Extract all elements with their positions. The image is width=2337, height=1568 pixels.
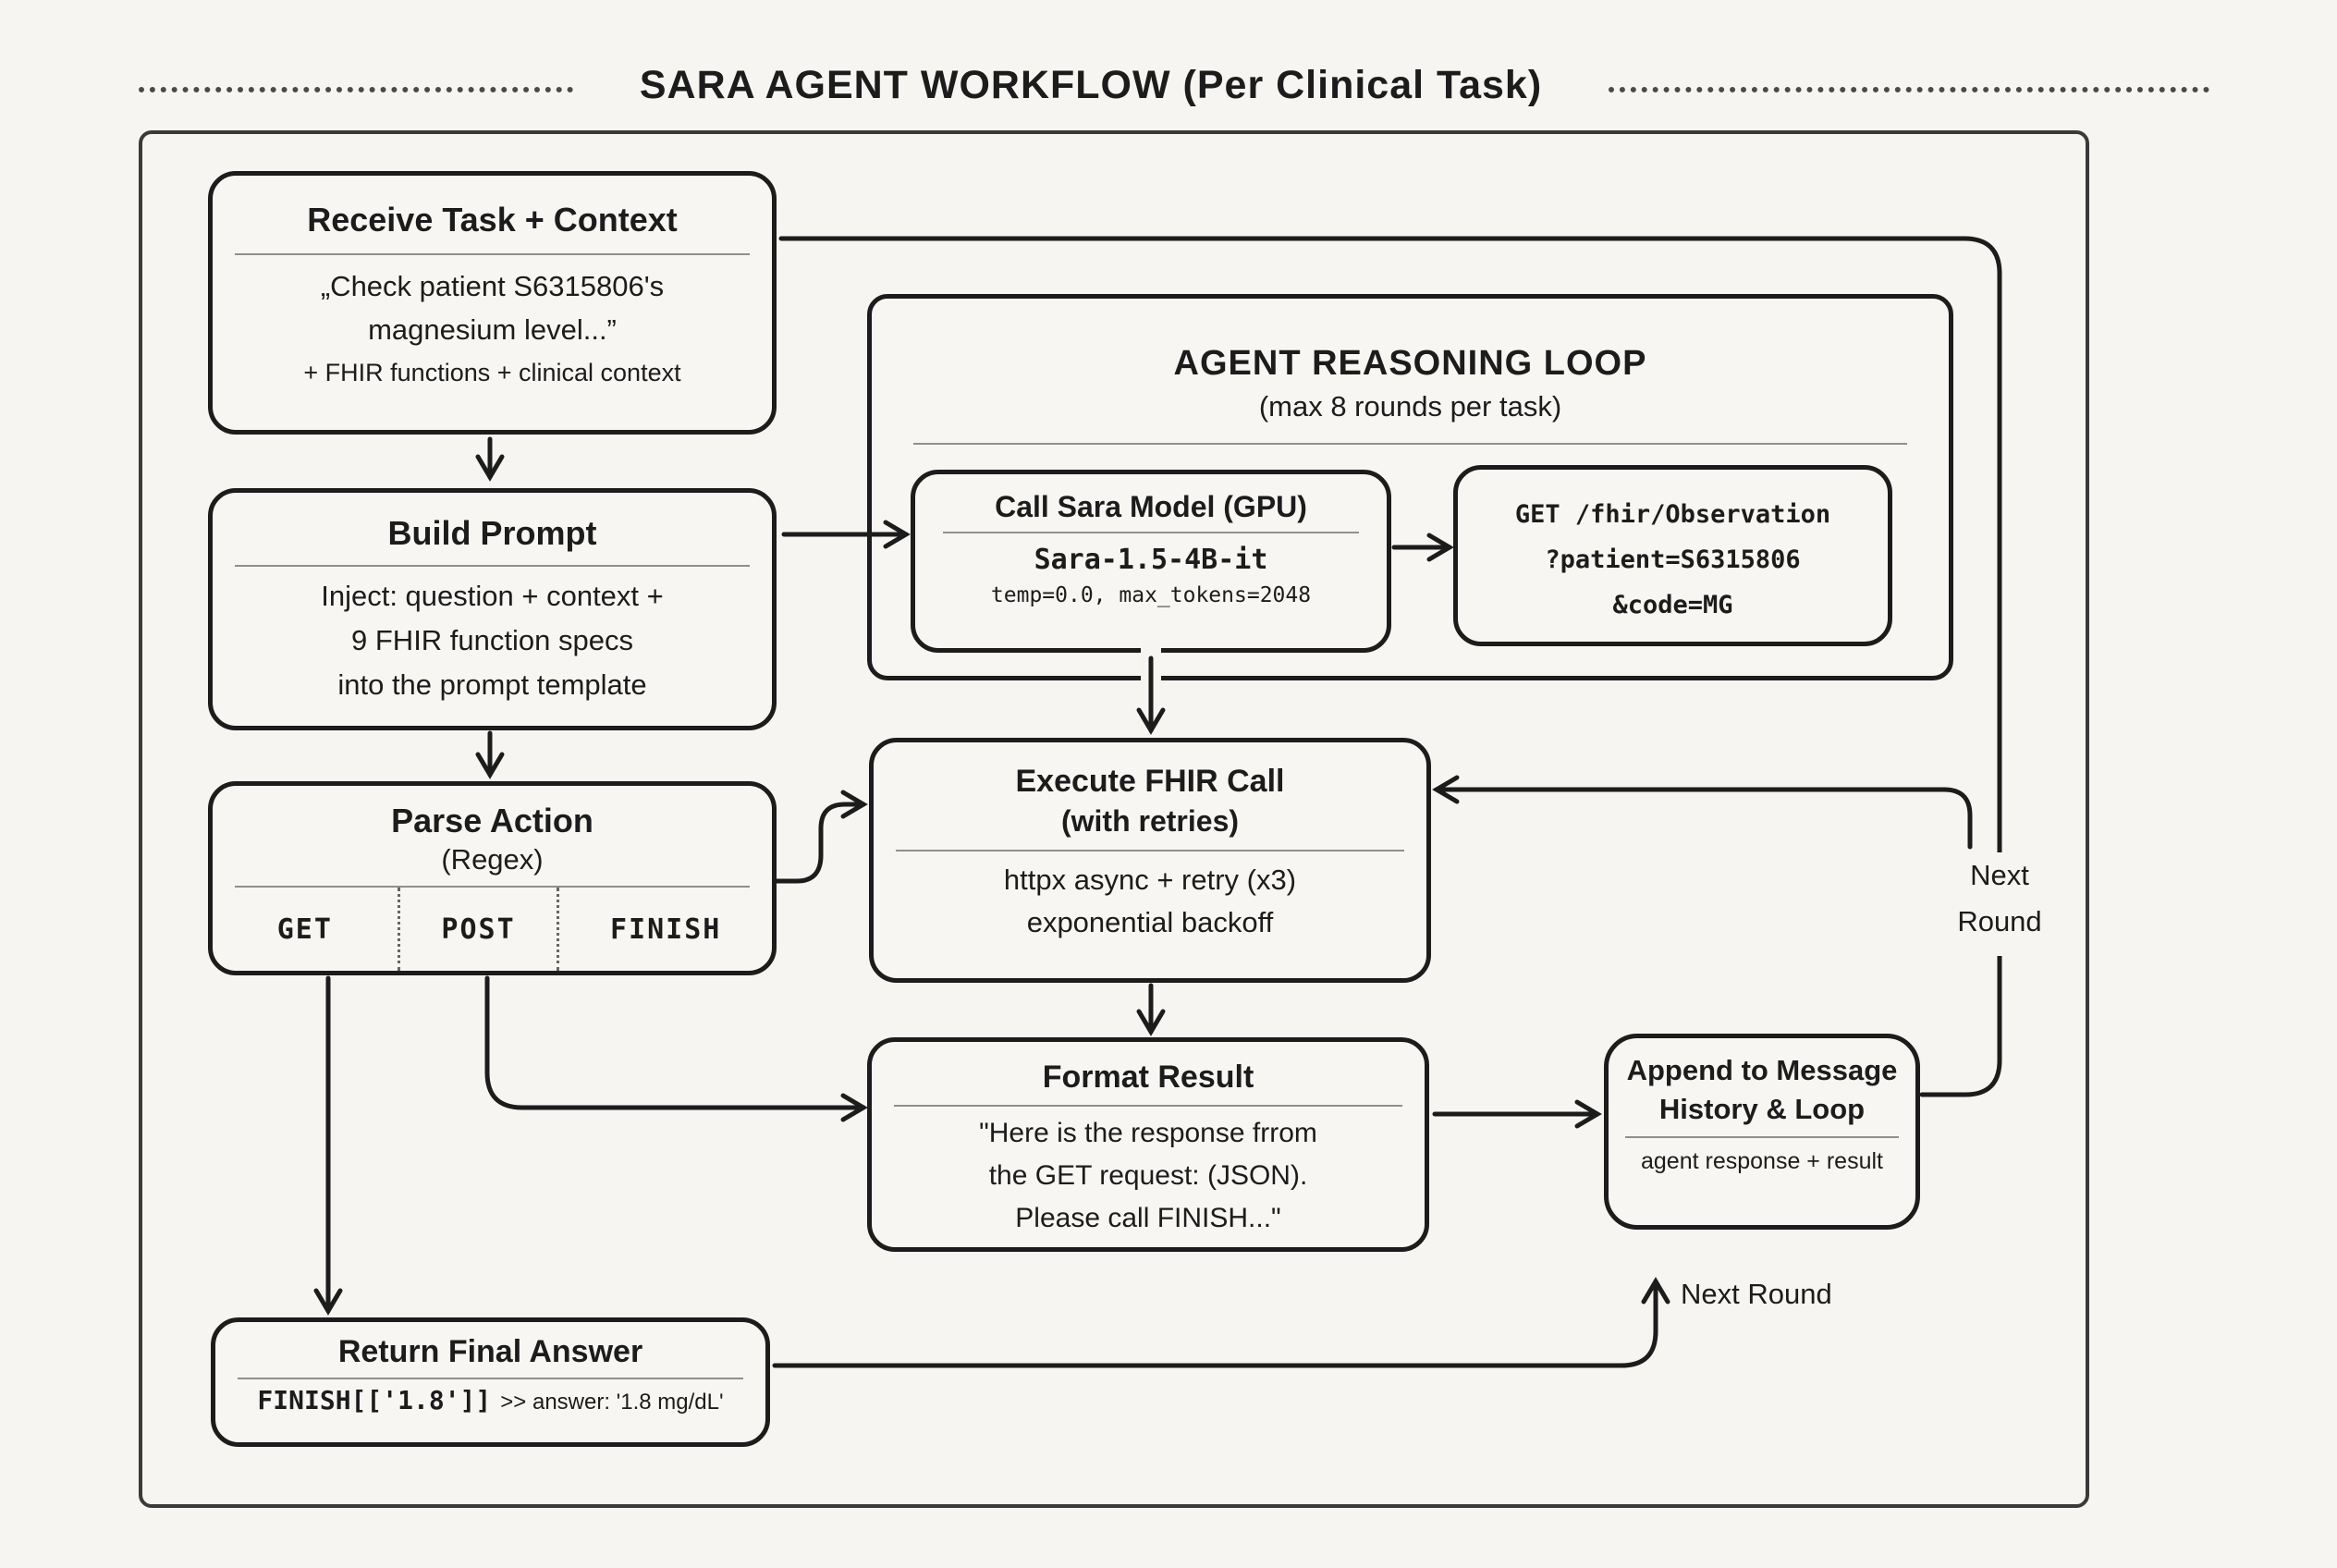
branch-post: POST xyxy=(397,888,557,971)
parse-action-branches: GET POST FINISH xyxy=(213,888,772,971)
node-text: magnesium level...” xyxy=(368,313,617,346)
node-parse-action: Parse Action (Regex) GET POST FINISH xyxy=(208,781,777,975)
node-divider xyxy=(913,443,1907,445)
node-text: agent response + result xyxy=(1641,1148,1883,1174)
node-text: the GET request: (JSON). xyxy=(988,1160,1308,1191)
node-title: Parse Action xyxy=(391,802,593,839)
finish-code: FINISH[['1.8']] xyxy=(257,1385,492,1415)
diagram-title: SARA AGENT WORKFLOW (Per Clinical Task) xyxy=(639,63,1543,107)
node-title: Execute FHIR Call xyxy=(1015,764,1285,799)
node-text: + FHIR functions + clinical context xyxy=(303,359,681,386)
node-text: httpx async + retry (x3) xyxy=(1003,864,1297,896)
node-divider xyxy=(238,1378,743,1379)
node-subtitle: (max 8 rounds per task) xyxy=(1258,390,1562,423)
node-text: "Here is the response frrom xyxy=(979,1118,1317,1148)
node-divider xyxy=(1625,1136,1899,1138)
node-text: into the prompt template xyxy=(337,668,647,701)
label-next-round-side: Next Round xyxy=(1921,852,2078,956)
node-divider xyxy=(235,886,750,888)
node-text: Please call FINISH..." xyxy=(1015,1203,1281,1233)
node-title: Append to Message xyxy=(1626,1054,1898,1086)
node-divider xyxy=(894,1105,1402,1107)
node-format-result: Format Result "Here is the response frro… xyxy=(867,1037,1429,1252)
diagram-outer-frame xyxy=(139,130,2089,1508)
label-text: Next xyxy=(1970,859,2029,891)
node-receive-task: Receive Task + Context „Check patient S6… xyxy=(208,171,777,435)
final-answer-row: FINISH[['1.8']] >> answer: '1.8 mg/dL' xyxy=(257,1385,723,1415)
node-text: „Check patient S6315806's xyxy=(320,270,665,302)
node-divider xyxy=(896,850,1404,851)
branch-finish: FINISH xyxy=(557,888,772,971)
node-divider xyxy=(943,532,1359,533)
node-fhir-request: GET /fhir/Observation ?patient=S6315806 … xyxy=(1453,465,1892,646)
node-divider xyxy=(235,253,750,255)
title-dotted-rule-left xyxy=(139,87,573,92)
node-build-prompt: Build Prompt Inject: question + context … xyxy=(208,488,777,730)
node-title: Format Result xyxy=(1042,1060,1254,1095)
node-subtitle: (with retries) xyxy=(1060,804,1240,838)
node-append-history: Append to Message History & Loop agent r… xyxy=(1604,1034,1920,1230)
node-title: History & Loop xyxy=(1658,1093,1866,1125)
request-line: &code=MG xyxy=(1612,591,1733,619)
title-dotted-rule-right xyxy=(1609,87,2209,92)
model-name: Sara-1.5-4B-it xyxy=(1034,544,1268,576)
node-title: Call Sara Model (GPU) xyxy=(995,490,1307,523)
node-text: Inject: question + context + xyxy=(321,580,664,612)
answer-text: >> answer: '1.8 mg/dL' xyxy=(500,1390,724,1415)
request-line: GET /fhir/Observation xyxy=(1514,500,1831,529)
node-call-sara-model: Call Sara Model (GPU) Sara-1.5-4B-it tem… xyxy=(911,470,1391,653)
node-return-answer: Return Final Answer FINISH[['1.8']] >> a… xyxy=(211,1317,770,1447)
node-text: 9 FHIR function specs xyxy=(351,624,633,656)
node-subtitle: (Regex) xyxy=(441,843,544,876)
node-text: exponential backoff xyxy=(1026,906,1274,938)
node-title: Receive Task + Context xyxy=(307,201,678,239)
label-next-round-bottom: Next Round xyxy=(1681,1278,1832,1310)
label-text: Round xyxy=(1957,905,2042,937)
request-line: ?patient=S6315806 xyxy=(1545,545,1801,574)
model-params: temp=0.0, max_tokens=2048 xyxy=(990,583,1312,607)
node-title: Build Prompt xyxy=(387,514,597,552)
node-divider xyxy=(235,565,750,567)
node-title: AGENT REASONING LOOP xyxy=(1173,344,1647,383)
branch-get: GET xyxy=(276,913,333,946)
node-execute-fhir: Execute FHIR Call (with retries) httpx a… xyxy=(869,738,1431,983)
node-title: Return Final Answer xyxy=(337,1334,643,1369)
